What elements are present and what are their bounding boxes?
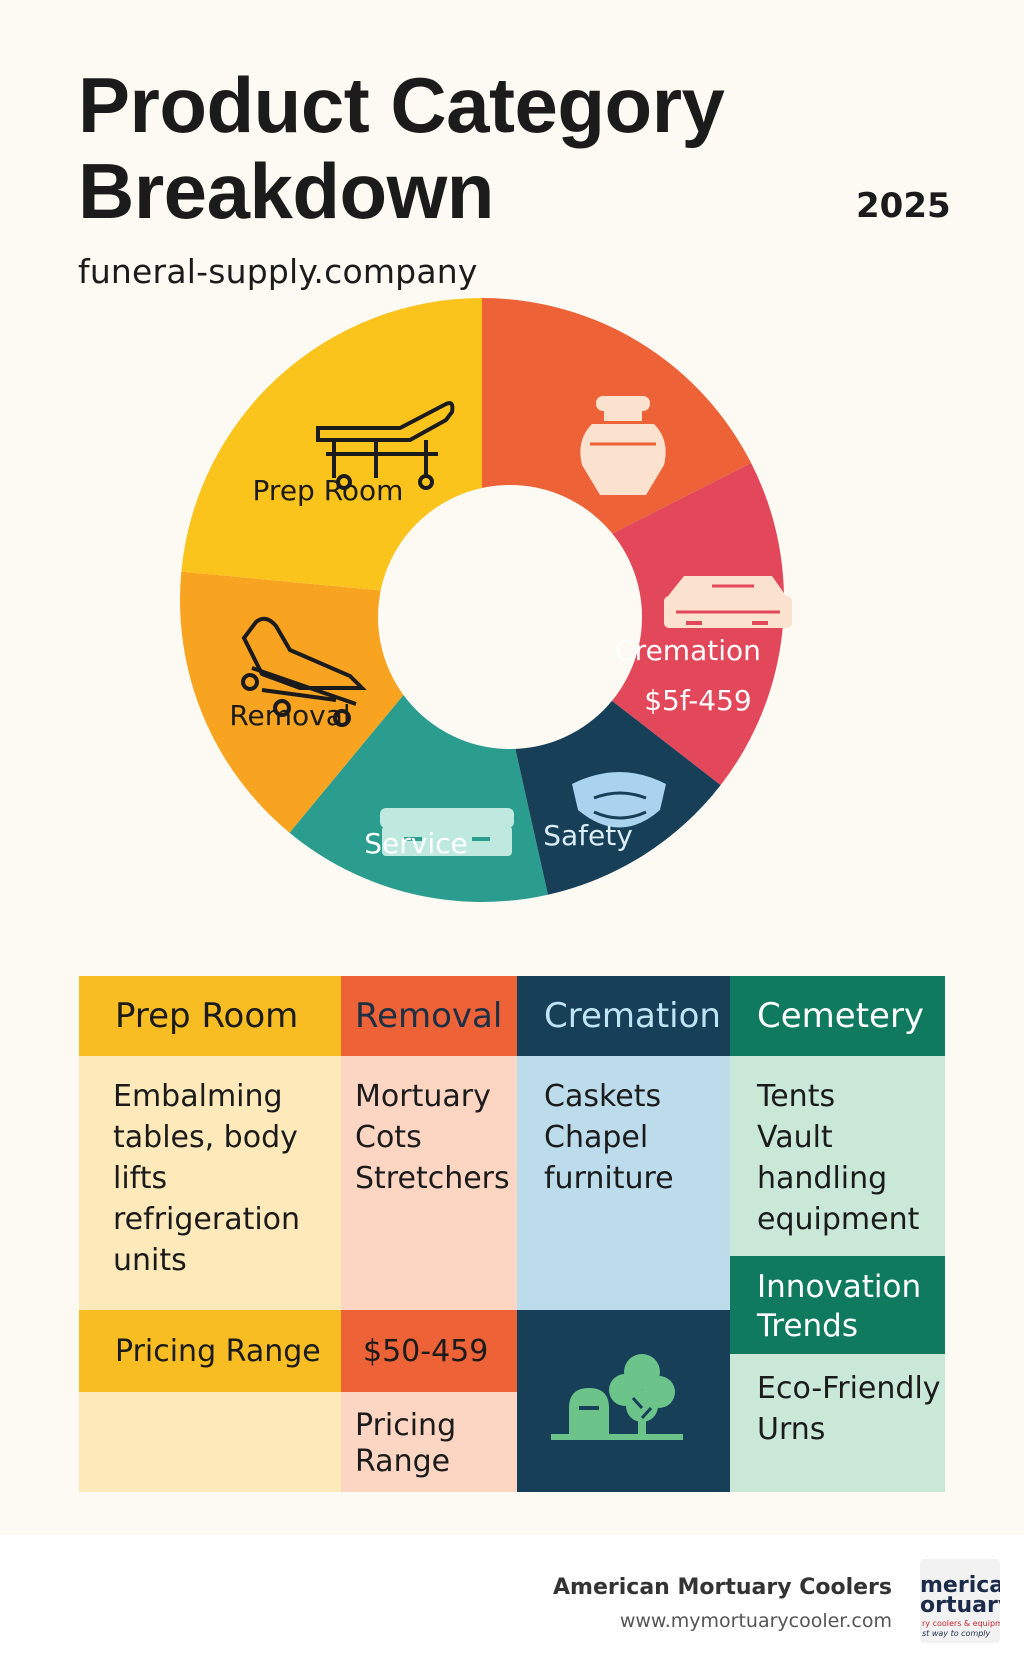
slice-label-service: Service (364, 827, 467, 860)
items-removal: Mortuary Cots Stretchers (341, 1056, 517, 1310)
face-mask-icon (572, 772, 666, 828)
items-cemetery: Tents Vault handling equipment (730, 1056, 945, 1256)
company-logo: merican ortuary ry coolers & equipment s… (920, 1559, 1000, 1643)
pricing-header-prep-room: Pricing Range (79, 1310, 341, 1392)
header-cremation: Cremation (517, 976, 730, 1056)
slice-sublabel-cremation: $5f-459 (644, 684, 752, 717)
cremation-container-icon (664, 576, 792, 628)
slice-label-removal: Removal (229, 699, 350, 732)
footer: American Mortuary Coolers www.mymortuary… (0, 1535, 1024, 1666)
donut-hole (378, 485, 642, 749)
footer-company: American Mortuary Coolers (553, 1575, 892, 1600)
site-subtitle: funeral-supply.company (78, 252, 478, 291)
header-prep-room: Prep Room (79, 976, 341, 1056)
year-label: 2025 (856, 186, 951, 226)
footer-url[interactable]: www.mymortuarycooler.com (619, 1610, 892, 1632)
slice-label-safety: Safety (543, 819, 633, 852)
slice-label-cremation: Cremation (615, 634, 761, 667)
items-cremation: Caskets Chapel furniture (517, 1056, 730, 1310)
category-table: Prep Room Embalming tables, body lifts r… (79, 976, 945, 1492)
cemetery-tree-icon (551, 1354, 683, 1440)
cemetery-icon-panel (517, 1310, 730, 1492)
urn-icon (580, 396, 666, 495)
embalming-table-icon (316, 401, 455, 490)
header-removal: Removal (341, 976, 517, 1056)
pricing-value-removal: Pricing Range (341, 1392, 517, 1492)
innovation-trends-header: Innovation Trends (730, 1256, 945, 1354)
page-title: Product Category Breakdown (78, 61, 725, 235)
slice-label-prep-room: Prep Room (253, 474, 404, 507)
stretcher-icon (241, 616, 367, 727)
header-cemetery: Cemetery (730, 976, 945, 1056)
pricing-header-removal: $50-459 (341, 1310, 517, 1392)
innovation-trends-value: Eco-Friendly Urns (730, 1354, 945, 1492)
slice-prep-room (181, 298, 483, 600)
pricing-value-prep-room (79, 1392, 341, 1492)
items-prep-room: Embalming tables, body lifts refrigerati… (79, 1056, 341, 1310)
casket-tray-icon (380, 808, 514, 856)
